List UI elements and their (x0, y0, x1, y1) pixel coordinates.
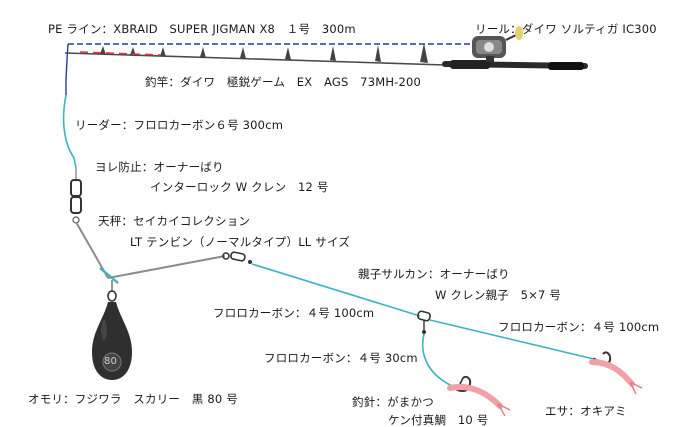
label-fluoro-right: フロロカーボン：４号 100cm (498, 320, 660, 334)
oyako-swivel-icon (222, 251, 252, 264)
label-pe-line: PE ライン：XBRAID SUPER JIGMAN X8 １号 300m (48, 22, 356, 36)
label-bait: エサ：オキアミ (545, 404, 627, 418)
leader-line (62, 94, 77, 169)
bait-shrimp-icon (447, 384, 511, 417)
tenbin-wire (75, 221, 226, 292)
label-sinker: オモリ：フジワラ スカリー 黒 80 号 (28, 392, 238, 406)
label-leader: リーダー：フロロカーボン６号 300cm (75, 118, 284, 132)
pe-line (65, 43, 490, 95)
label-hook-model: ケン付真鯛 10 号 (388, 413, 489, 427)
label-tenbin-maker: 天秤：セイカイコレクション (98, 214, 251, 228)
oyako-swivel-2-icon (417, 310, 431, 334)
sinker-mark: 80 (104, 356, 118, 367)
bait-shrimp-icon-2 (589, 359, 643, 395)
label-swivel-model: インターロック W クレン 12 号 (150, 180, 329, 194)
label-tenbin-model: LT テンビン（ノーマルタイプ）LL サイズ (130, 235, 351, 249)
label-fluoro-main: フロロカーボン：４号 100cm (213, 306, 375, 320)
label-fluoro-branch: フロロカーボン：４号 30cm (264, 351, 418, 365)
label-oyako-model: W クレン親子 5×7 号 (435, 288, 562, 302)
swivel-icon (70, 168, 82, 224)
label-reel: リール：ダイワ ソルティガ IC300 (475, 22, 657, 36)
label-swivel-maker: ヨレ防止：オーナーばり (95, 160, 224, 174)
fluoro-line-main (251, 263, 599, 361)
sinker-icon (92, 290, 132, 380)
rod-guides (100, 43, 428, 63)
label-oyako-maker: 親子サルカン：オーナーばり (358, 267, 510, 281)
fishing-rod (64, 52, 588, 70)
reel-icon (472, 26, 523, 62)
label-hook-maker: 釣針：がまかつ (352, 395, 434, 409)
fluoro-line-branch (421, 333, 453, 387)
label-rod: 釣竿：ダイワ 極鋭ゲーム EX AGS 73MH-200 (145, 75, 422, 89)
